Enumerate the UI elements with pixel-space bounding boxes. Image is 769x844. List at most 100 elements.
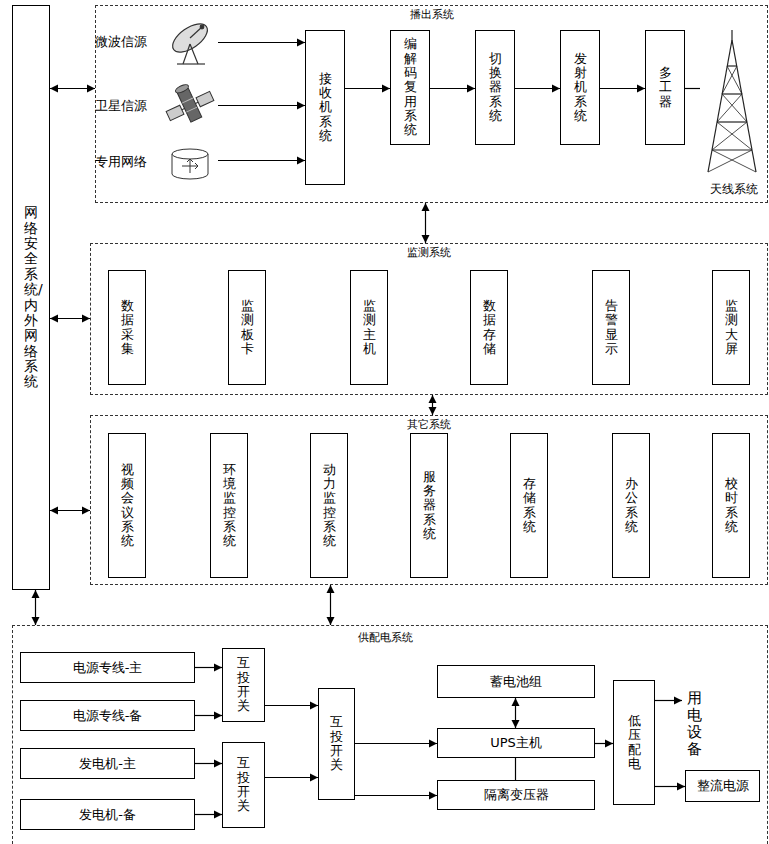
process-box: 切换器系统 (475, 30, 515, 145)
system-band: 监测系统数据采集 监测板卡 监测主机 数据存储 告警显示 监测大屏 (90, 243, 768, 395)
signal-source: 专用网络 (95, 142, 218, 182)
power-box: 隔离变压器 (437, 780, 595, 810)
box-label: 办公系统 (625, 477, 638, 534)
process-box: 校时系统 (712, 433, 750, 578)
connector (655, 700, 682, 701)
connector (50, 88, 95, 89)
connector (345, 88, 390, 89)
connector (218, 105, 305, 106)
process-box: 监测主机 (350, 270, 388, 385)
connector (655, 786, 685, 787)
box-label: 隔离变压器 (484, 787, 549, 803)
signal-source: 卫星信源 (95, 78, 218, 133)
box-label: 多工器 (659, 66, 672, 109)
connector (330, 585, 331, 625)
process-box: 动力监控系统 (310, 433, 348, 578)
process-box: 发射机系统 (560, 30, 600, 145)
connector (35, 590, 36, 625)
process-box: 办公系统 (612, 433, 650, 578)
antenna-node: 天线系统 (700, 30, 768, 196)
box-label: 监测大屏 (725, 299, 738, 356)
box-label: 监测主机 (363, 299, 376, 356)
process-box: 监测大屏 (712, 270, 750, 385)
box-label: 发电机-备 (79, 807, 136, 823)
connector (432, 395, 433, 415)
box-label: 数据存储 (483, 299, 496, 356)
box-label: 电源专线-备 (73, 708, 143, 724)
connector (685, 88, 700, 89)
connector (50, 510, 90, 511)
box-label: 蓄电池组 (490, 674, 542, 690)
box-label: 告警显示 (605, 299, 618, 356)
box-label: 用电设备 (687, 690, 702, 759)
system-band: 播出系统微波信源卫星信源专用网络 接收机系统 编解码复用系统 切换器系统 发射机系统 多工… (95, 5, 768, 203)
box-label: 校时系统 (725, 477, 738, 534)
signal-source: 微波信源 (95, 18, 218, 66)
box-label: 网络安全系统/内外网络系统 (24, 205, 38, 390)
connector (600, 88, 645, 89)
band-title: 播出系统 (96, 8, 767, 21)
connector (195, 667, 222, 668)
connector (195, 715, 222, 716)
connector (355, 743, 437, 744)
power-box: UPS主机 (437, 728, 595, 758)
band-title: 监测系统 (91, 246, 767, 259)
process-box: 存储系统 (510, 433, 548, 578)
box-label: 微波信源 (95, 34, 147, 50)
box-label: 互投开关 (330, 715, 343, 772)
connector (425, 203, 426, 243)
box-label: 环境监控系统 (223, 463, 236, 549)
box-label: 发电机-主 (79, 756, 136, 772)
process-box: 环境监控系统 (210, 433, 248, 578)
box-label: 存储系统 (523, 477, 536, 534)
connector (595, 743, 613, 744)
box-label: 切换器系统 (489, 52, 502, 123)
process-box: 多工器 (645, 30, 685, 145)
box-label: 电源专线-主 (73, 660, 143, 676)
box-label: 发射机系统 (574, 52, 587, 123)
process-box: 告警显示 (592, 270, 630, 385)
system-column: 网络安全系统/内外网络系统 (12, 5, 50, 590)
box-label: 互投开关 (237, 656, 250, 713)
box-label: 卫星信源 (95, 98, 147, 114)
box-label: 接收机系统 (319, 72, 332, 143)
box-label: UPS主机 (490, 735, 542, 751)
connector (515, 698, 516, 728)
power-box: 发电机-备 (20, 799, 195, 830)
power-box: 电源专线-备 (20, 700, 195, 731)
process-box: 低压配电 (613, 680, 655, 805)
process-box: 视频会议系统 (108, 433, 146, 578)
box-label: 动力监控系统 (323, 463, 336, 549)
process-box: 编解码复用系统 (390, 30, 430, 145)
process-box: 互投开关 (222, 648, 265, 722)
power-box: 蓄电池组 (437, 665, 595, 698)
box-label: 数据采集 (121, 299, 134, 356)
box-label: 低压配电 (628, 714, 641, 771)
system-band: 供配电系统电源专线-主电源专线-备互投开关发电机-主发电机-备互投开关互投开关蓄… (12, 625, 768, 844)
connector (218, 42, 305, 43)
connector (265, 705, 318, 706)
box-label: 服务器系统 (423, 470, 436, 541)
power-box: 整流电源 (685, 770, 760, 802)
system-band: 其它系统视频会议系统 环境监控系统 动力监控系统 服务器系统 存储系统 办公系统 校时系统 (90, 415, 768, 585)
connector (50, 318, 90, 319)
box-label: 整流电源 (697, 778, 749, 794)
microwave-dish (168, 18, 212, 64)
network-icon (172, 149, 208, 179)
box-label: 视频会议系统 (121, 463, 134, 549)
satellite-icon (159, 76, 218, 130)
box-label: 监测板卡 (241, 299, 254, 356)
output-label: 用电设备 (682, 683, 706, 765)
antenna-tower (708, 30, 756, 172)
box-label: 互投开关 (237, 756, 250, 813)
box-label: 天线系统 (710, 182, 758, 196)
power-box: 电源专线-主 (20, 652, 195, 683)
band-title: 其它系统 (91, 418, 767, 431)
process-box: 互投开关 (318, 688, 355, 800)
connector (430, 88, 475, 89)
process-box: 数据采集 (108, 270, 146, 385)
process-box: 数据存储 (470, 270, 508, 385)
box-label: 编解码复用系统 (404, 37, 417, 137)
